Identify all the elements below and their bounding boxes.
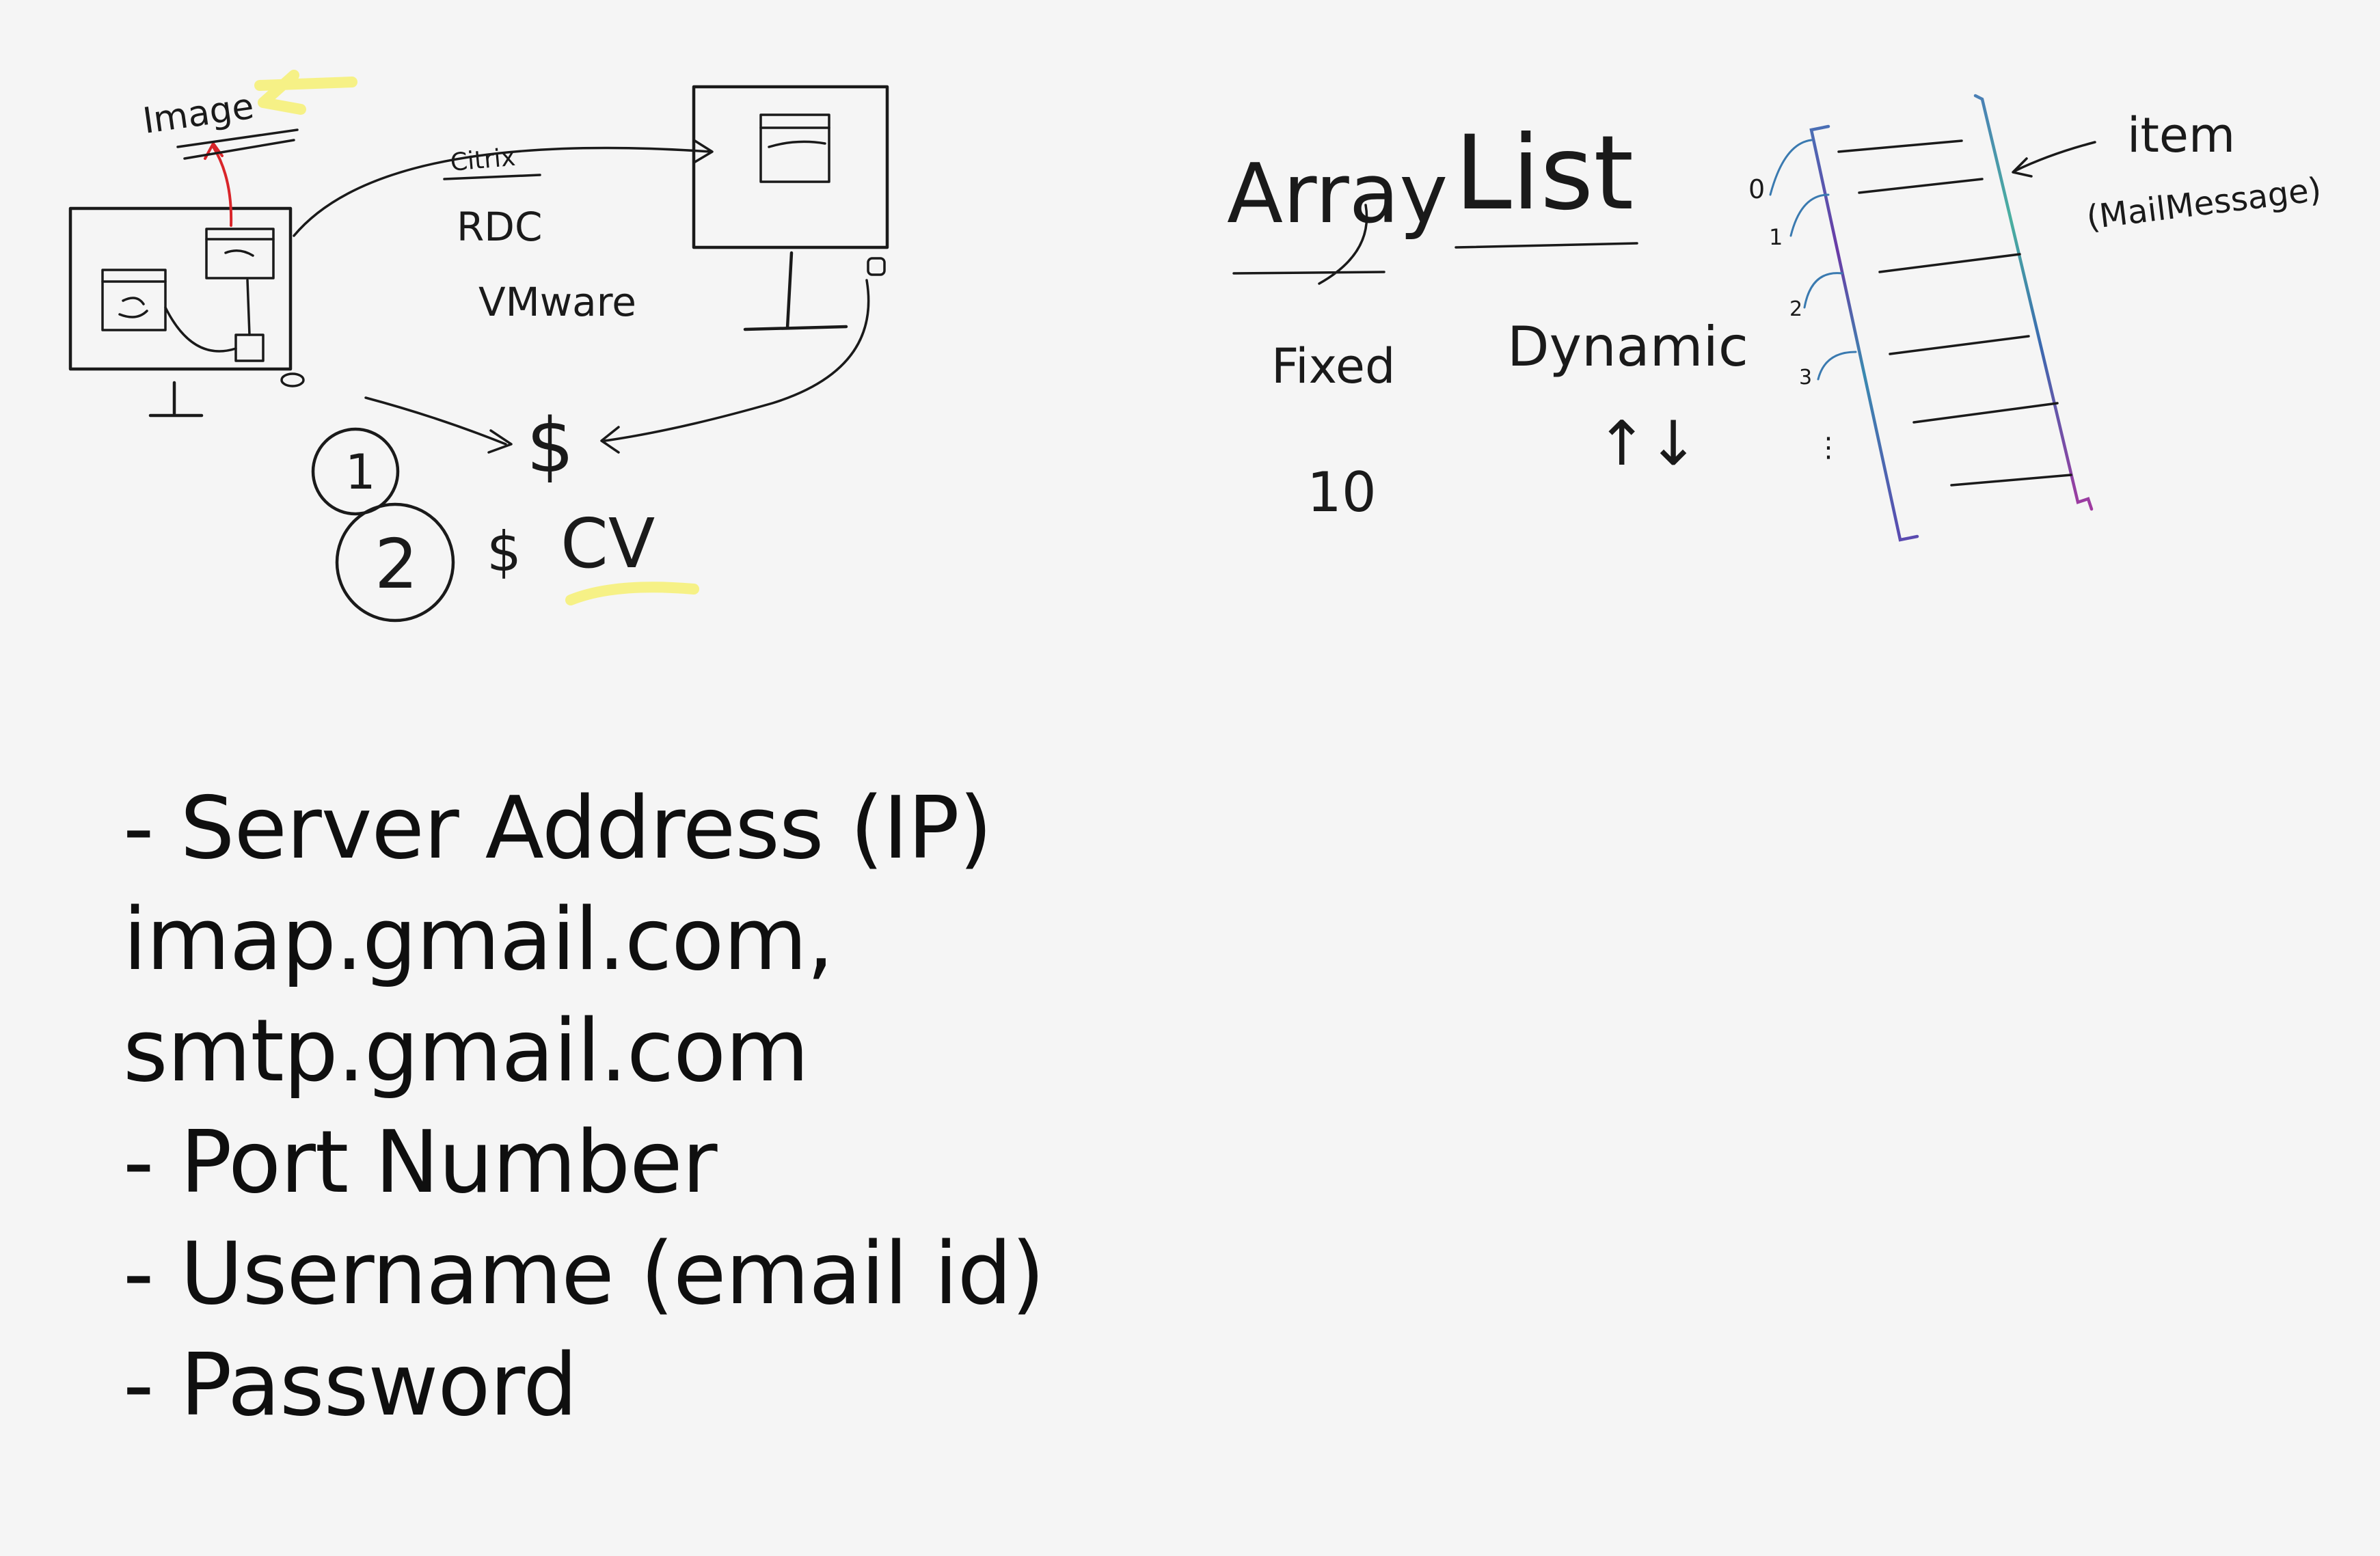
- array-label: Array: [1227, 147, 1448, 242]
- updown-label: ↑↓: [1596, 408, 1699, 480]
- index-label: 1: [1769, 224, 1783, 250]
- local-monitor-frame: [68, 206, 293, 371]
- note-line: - Port Number: [123, 1112, 718, 1212]
- local-computer-sketch: [68, 206, 305, 418]
- index-label: 0: [1748, 174, 1765, 204]
- mailmessage-label: (MailMessage): [2085, 170, 2324, 237]
- mouse-icon: [280, 372, 305, 387]
- local-window-icon: [101, 269, 167, 331]
- note-line: imap.gmail.com,: [123, 889, 834, 989]
- image-label: Image: [140, 86, 256, 142]
- index-label: 3: [1799, 366, 1812, 390]
- remote-monitor-frame: [692, 85, 889, 249]
- remote-window-icon-small: [205, 228, 275, 279]
- note-line: - Username (email id): [123, 1223, 1045, 1324]
- arraylist-sketch: Array List Fixed 10 Dynamic ↑↓ 0 1 2 3 ⋮: [1227, 94, 2324, 542]
- list-label: List: [1455, 114, 1634, 233]
- item-arrow: [2014, 141, 2096, 172]
- dollar-sign: $: [526, 402, 574, 489]
- remote-mouse-icon: [867, 257, 886, 276]
- circle-two-label: 2: [375, 524, 418, 604]
- citrix-label: Citrix: [449, 144, 517, 177]
- connection-curve: [293, 146, 712, 237]
- list-right-bracket: [1973, 94, 2094, 511]
- cv-highlight: [565, 582, 699, 605]
- index-label: 2: [1789, 297, 1802, 321]
- vmware-label: VMware: [478, 279, 636, 325]
- note-line: smtp.gmail.com: [123, 1000, 809, 1101]
- small-box-icon: [234, 333, 265, 362]
- remote-computer-sketch: [692, 85, 889, 331]
- item-label: item: [2127, 107, 2235, 163]
- note-line: - Server Address (IP): [123, 778, 992, 878]
- index-label: ⋮: [1815, 432, 1842, 463]
- list-left-bracket: [1809, 124, 1919, 542]
- remote-monitor-stand: [785, 251, 794, 330]
- remote-window-icon: [759, 113, 830, 183]
- image-highlight: [254, 70, 357, 115]
- arrow-to-dollar-right: [604, 279, 870, 442]
- list-index-labels: 0 1 2 3 ⋮: [1748, 174, 1842, 463]
- fixed-label: Fixed: [1271, 338, 1395, 394]
- red-arrow: [212, 146, 233, 227]
- dynamic-label: Dynamic: [1507, 315, 1748, 379]
- arrow-to-dollar-left: [364, 396, 507, 446]
- rdc-label: RDC: [457, 204, 542, 250]
- list-underline: [1455, 242, 1638, 249]
- list-slots: [1837, 139, 2072, 487]
- fixed-size: 10: [1307, 461, 1377, 524]
- circle-one-label: 1: [345, 444, 376, 500]
- circle-two: [335, 502, 455, 623]
- array-underline: [1232, 204, 1385, 285]
- cv-label: CV: [560, 504, 655, 584]
- requirements-list: - Server Address (IP) imap.gmail.com, sm…: [123, 772, 1080, 1441]
- small-dollar: $: [487, 520, 522, 584]
- note-line: - Password: [123, 1335, 578, 1435]
- circle-one: [311, 427, 400, 516]
